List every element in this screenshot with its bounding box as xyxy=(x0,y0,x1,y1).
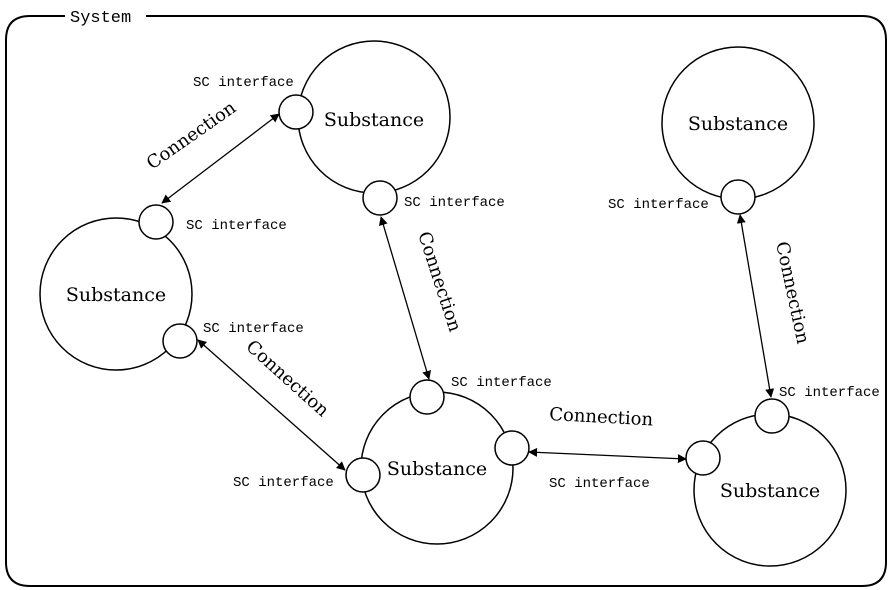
connection-arrow-left-to-top xyxy=(161,113,280,204)
substance-left: Substance xyxy=(39,217,193,371)
interface-port-bottomright-top xyxy=(754,398,790,434)
connection-arrow-bottom-to-right xyxy=(528,447,687,464)
substance-label: Substance xyxy=(66,284,166,306)
system-boundary xyxy=(5,15,887,587)
interface-label: SC interface xyxy=(186,218,287,234)
substance-label: Substance xyxy=(324,109,424,131)
interface-port-left-top xyxy=(138,204,174,240)
interface-port-top-bottom xyxy=(362,180,398,216)
connection-arrow-left-to-bottom xyxy=(197,339,346,471)
interface-port-bottom-left xyxy=(345,457,381,493)
interface-label: SC interface xyxy=(779,385,880,401)
interface-label: SC interface xyxy=(451,375,552,391)
connection-label: Connection xyxy=(413,229,465,335)
connection-arrow-top-to-bottom xyxy=(378,216,432,380)
connection-arrow-topright-to-bottomright xyxy=(736,214,775,398)
connection-label: Connection xyxy=(143,97,241,174)
interface-port-left-bottom xyxy=(162,323,198,359)
substance-label: Substance xyxy=(688,113,788,135)
interface-label: SC interface xyxy=(404,195,505,211)
connection-label: Connection xyxy=(549,404,654,430)
interface-label: SC interface xyxy=(608,197,709,213)
interface-port-bottom-right xyxy=(494,430,530,466)
substance-top-right: Substance xyxy=(661,46,815,200)
interface-port-topright-bottom xyxy=(720,179,756,215)
substance-label: Substance xyxy=(720,480,820,502)
interface-port-top-left xyxy=(278,94,314,130)
substance-bottom-right: Substance xyxy=(693,413,847,567)
interface-label: SC interface xyxy=(549,476,650,492)
interface-label: SC interface xyxy=(203,321,304,337)
connection-label: Connection xyxy=(242,336,334,421)
interface-port-bottom-top xyxy=(409,379,445,415)
interface-label: SC interface xyxy=(193,75,294,91)
interface-port-bottomright-left xyxy=(685,440,721,476)
substance-label: Substance xyxy=(387,458,487,480)
interface-label: SC interface xyxy=(233,475,334,491)
substance-top-center: Substance xyxy=(297,40,451,194)
substance-bottom-center: Substance xyxy=(360,391,514,545)
connection-label: Connection xyxy=(771,240,813,346)
system-label: System xyxy=(70,9,131,28)
